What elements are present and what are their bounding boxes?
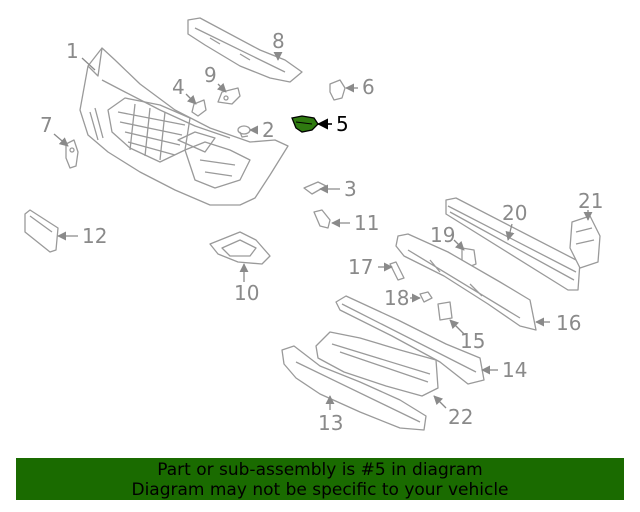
callout-22: 22 [448, 405, 473, 429]
callout-labels: 1 2 3 4 5 6 7 8 9 10 11 12 13 14 15 16 1… [40, 29, 603, 435]
upper-bracket [187, 17, 303, 83]
diagram-disclaimer-banner: Part or sub-assembly is #5 in diagram Di… [16, 458, 624, 500]
callout-11: 11 [354, 211, 379, 235]
callout-5: 5 [336, 112, 349, 136]
callout-21: 21 [578, 189, 603, 213]
callout-15: 15 [460, 329, 485, 353]
callout-17: 17 [348, 255, 373, 279]
callout-6: 6 [362, 75, 375, 99]
plate-bracket-12 [24, 209, 59, 253]
callout-2: 2 [262, 118, 275, 142]
grommet-2 [237, 125, 251, 138]
clip-15 [437, 301, 453, 321]
undercover-22 [315, 331, 439, 397]
callout-13: 13 [318, 411, 343, 435]
callout-20: 20 [502, 201, 527, 225]
callout-9: 9 [204, 63, 217, 87]
callout-4: 4 [172, 75, 185, 99]
callout-10: 10 [234, 281, 259, 305]
bracket-9 [217, 87, 241, 105]
callout-12: 12 [82, 224, 107, 248]
bracket-11 [313, 209, 331, 229]
side-bracket-7 [65, 139, 79, 169]
leader-lines [53, 51, 593, 410]
callout-19: 19 [430, 223, 455, 247]
highlighted-part-5 [291, 115, 319, 133]
callout-7: 7 [40, 113, 53, 137]
energy-absorber-16 [395, 233, 537, 331]
clip-18 [419, 291, 433, 303]
clip-3 [303, 181, 327, 195]
banner-line-1: Part or sub-assembly is #5 in diagram [157, 460, 483, 480]
callout-1: 1 [66, 39, 79, 63]
lower-reinforcement-14 [335, 295, 485, 385]
banner-line-2: Diagram may not be specific to your vehi… [131, 480, 509, 500]
undercover-13 [281, 345, 427, 431]
callout-8: 8 [272, 29, 285, 53]
reinforcement-bar-20 [445, 197, 581, 291]
pin-17 [389, 261, 405, 281]
callout-18: 18 [384, 286, 409, 310]
callout-16: 16 [556, 311, 581, 335]
bracket-6 [329, 79, 346, 101]
parts-diagram: 1 2 3 4 5 6 7 8 9 10 11 12 13 14 15 16 1… [24, 17, 603, 435]
fog-lamp-bezel-10 [209, 231, 271, 265]
front-bumper-fascia [79, 47, 289, 206]
callout-14: 14 [502, 358, 527, 382]
callout-3: 3 [344, 177, 357, 201]
